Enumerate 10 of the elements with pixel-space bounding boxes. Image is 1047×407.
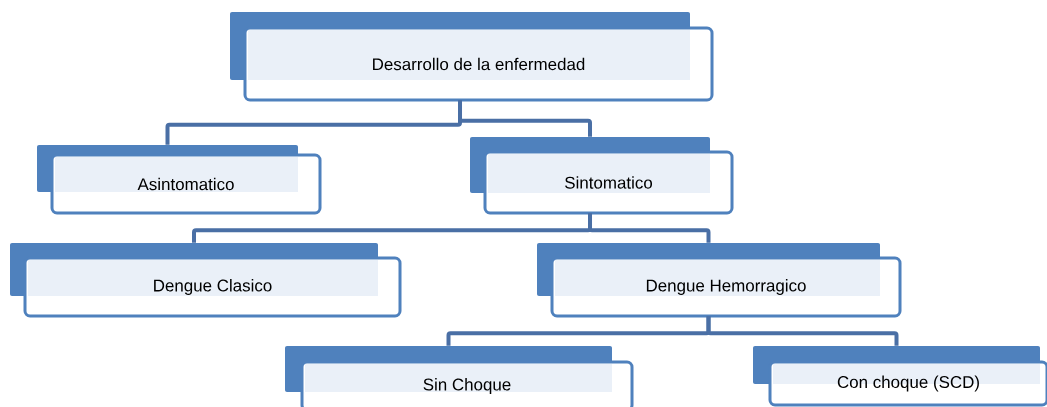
process-box: Dengue Hemorragico [537, 243, 902, 318]
connector-line [588, 213, 711, 243]
process-box: Con choque (SCD) [753, 346, 1047, 407]
process-box: Sintomatico [470, 137, 734, 215]
process-box: Desarrollo de la enfermedad [230, 12, 714, 102]
process-box: Dengue Clasico [10, 243, 402, 318]
process-box: Sin Choque [285, 346, 634, 407]
connector-line [458, 100, 592, 137]
process-box: Asintomatico [37, 145, 322, 215]
connector-line [706, 316, 899, 346]
